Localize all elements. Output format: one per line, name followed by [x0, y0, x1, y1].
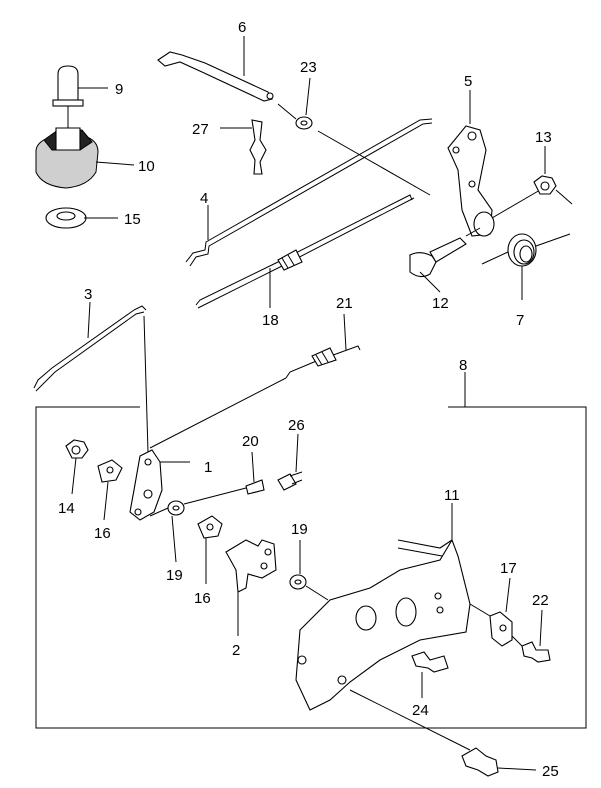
callout-10: 10 [138, 158, 155, 175]
part-3-rod [33, 301, 149, 453]
callout-labels: 1 2 3 4 5 6 7 8 9 10 11 12 13 14 15 16 1… [58, 19, 559, 780]
callout-16b: 16 [194, 590, 211, 607]
callout-16a: 16 [94, 525, 111, 542]
part-9-cap [52, 65, 108, 107]
part-25-bolt [461, 747, 537, 777]
part-18-rod-spring [195, 194, 415, 309]
part-10-governor-gear [35, 106, 135, 189]
part-13-nut [533, 146, 573, 205]
callout-6: 6 [238, 19, 246, 36]
callout-23: 23 [300, 59, 317, 76]
callout-12: 12 [432, 295, 449, 312]
callout-1: 1 [204, 459, 212, 476]
callout-17: 17 [500, 560, 517, 577]
part-26-bolt [277, 433, 303, 491]
part-5-lever [317, 90, 541, 237]
part-23-washer [277, 77, 313, 130]
part-22-bolt [511, 609, 551, 663]
assembly-frame [35, 372, 587, 729]
callout-19a: 19 [166, 567, 183, 584]
part-4-rod [185, 118, 433, 267]
callout-8: 8 [459, 357, 467, 374]
part-2-bracket [225, 539, 277, 636]
part-11-base-plate [295, 503, 471, 751]
callout-25: 25 [542, 763, 559, 780]
callout-21: 21 [336, 295, 353, 312]
callout-18: 18 [262, 312, 279, 329]
part-21-link [149, 313, 361, 449]
callout-7: 7 [516, 312, 524, 329]
callout-3: 3 [84, 286, 92, 303]
callout-20: 20 [242, 433, 259, 450]
part-19-washer-b [289, 540, 329, 601]
callout-15: 15 [124, 211, 141, 228]
part-14-nut [65, 439, 89, 495]
part-19-washer-a [149, 487, 247, 563]
part-12-pin [409, 227, 481, 293]
callout-4: 4 [200, 190, 208, 207]
part-27-gasket [220, 119, 267, 175]
callout-24: 24 [412, 702, 429, 719]
part-24-bolt [411, 651, 449, 698]
part-20-pin [245, 451, 265, 495]
callout-13: 13 [535, 129, 552, 146]
part-16-washer-a [97, 459, 123, 521]
callout-14: 14 [58, 500, 75, 517]
part-15-washer [45, 207, 118, 229]
callout-19b: 19 [291, 521, 308, 538]
callout-27: 27 [192, 121, 209, 138]
callout-11: 11 [444, 487, 460, 504]
callout-26: 26 [288, 417, 305, 434]
callout-2: 2 [232, 642, 240, 659]
part-17-bracket [469, 577, 513, 647]
part-7-spring [481, 233, 571, 300]
part-1-lever [129, 449, 190, 521]
callout-9: 9 [115, 81, 123, 98]
part-6-rod [157, 36, 274, 102]
part-16-washer-b [197, 515, 223, 584]
callout-5: 5 [464, 73, 472, 90]
callout-22: 22 [532, 592, 549, 609]
